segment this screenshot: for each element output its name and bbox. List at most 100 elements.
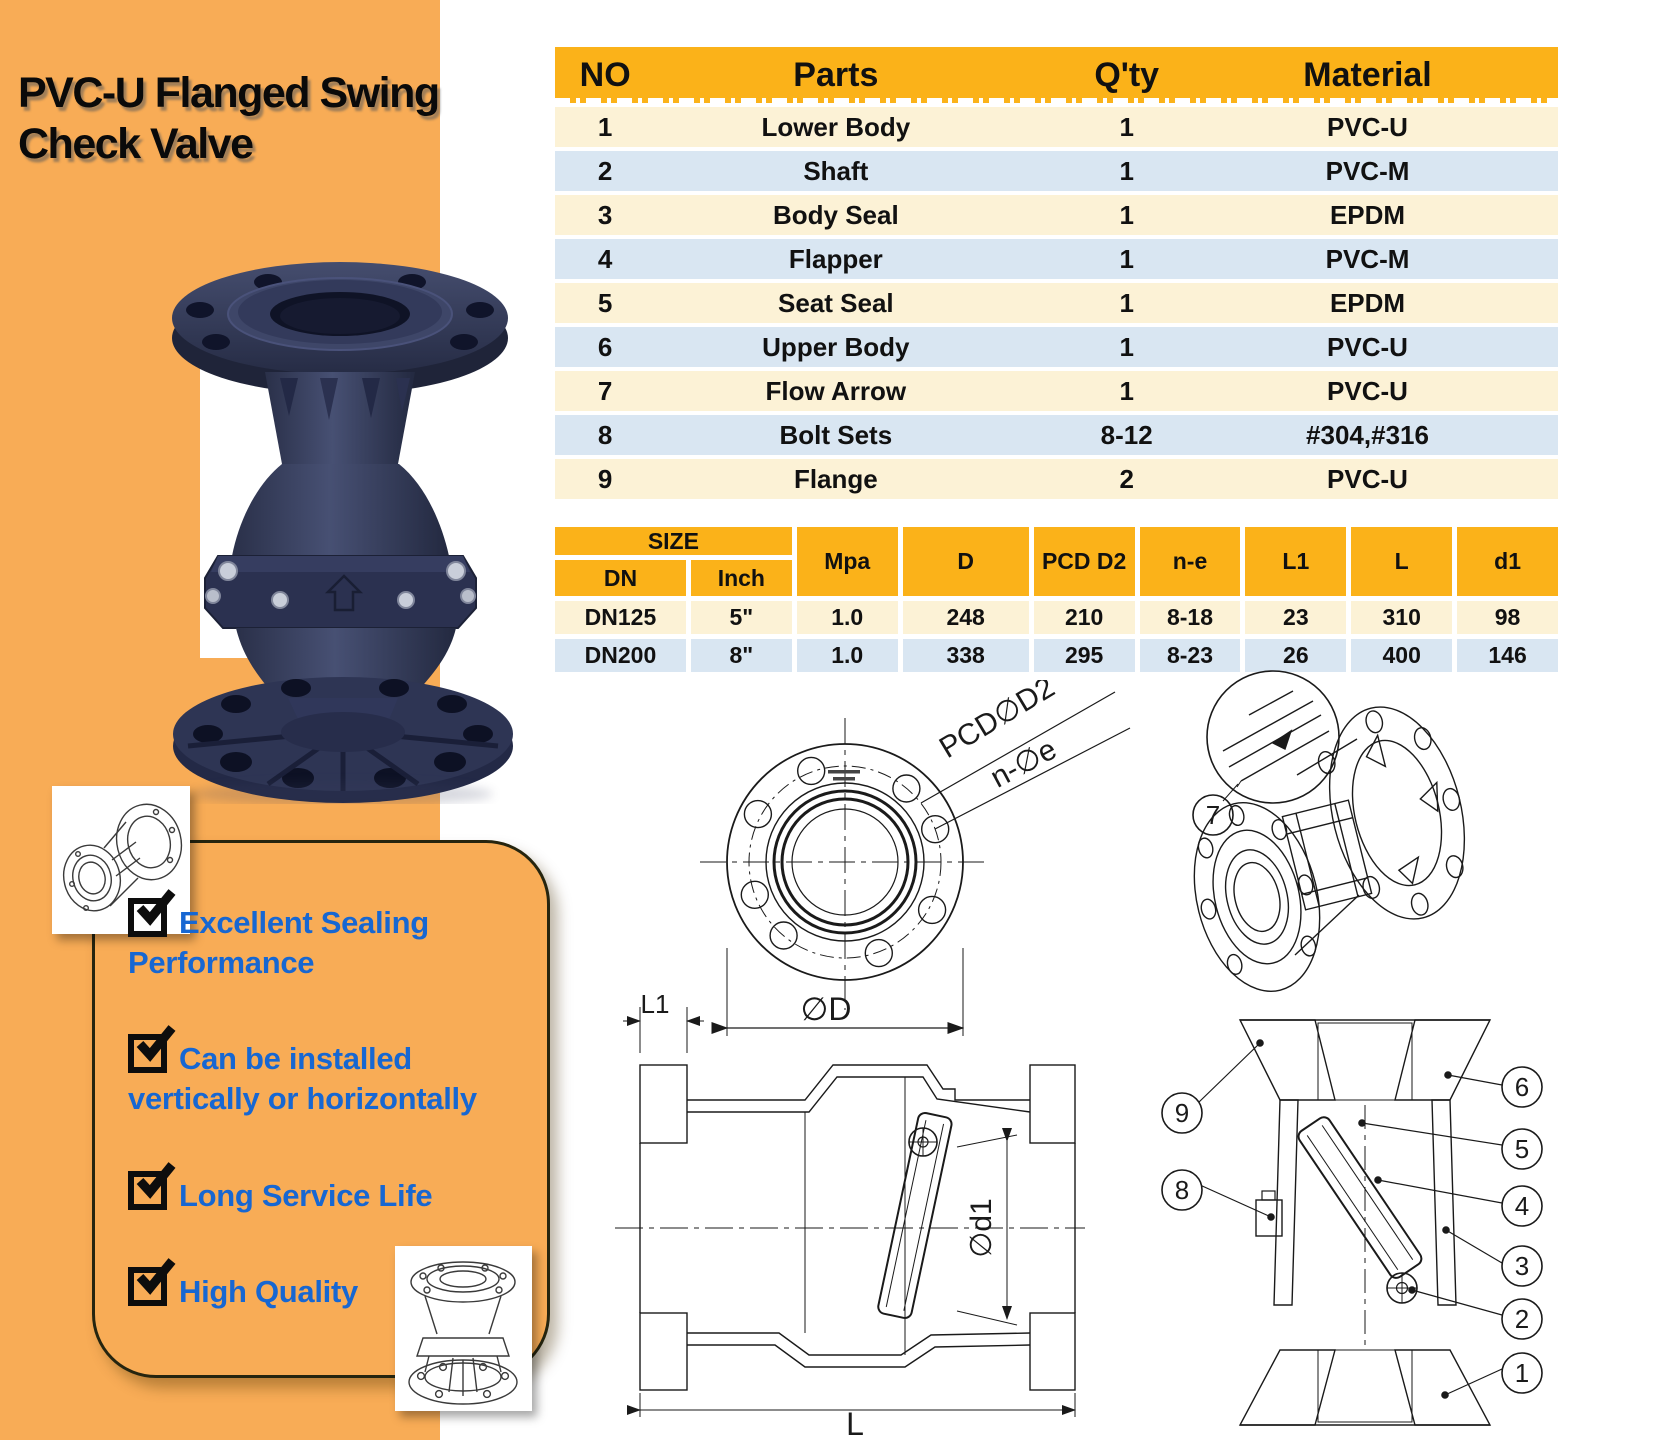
thumbnail-front-drawing xyxy=(408,1261,518,1405)
col-header-material-text: Material xyxy=(1303,55,1432,94)
size-cell: 5" xyxy=(690,601,792,634)
cell-material-text: PVC-U xyxy=(1327,331,1408,362)
callout-leaders xyxy=(1197,1039,1503,1399)
cell-material-text: PVC-U xyxy=(1327,375,1408,406)
col-header-parts: Parts xyxy=(793,55,879,94)
dashed-divider xyxy=(555,98,1558,103)
drawing-flange-top-view: PCD∅D2 n-∅e ∅D xyxy=(700,680,1131,1036)
checkbox-icon xyxy=(128,1258,176,1307)
col-header-l: L xyxy=(1351,527,1453,596)
callout-9-label: 9 xyxy=(1175,1098,1189,1128)
cell-part: Seat Seal xyxy=(778,287,894,318)
cell-qty: 1 xyxy=(1119,155,1134,186)
feature-text: Can be installed vertically or horizonta… xyxy=(128,1041,477,1117)
sub-header-inch: Inch xyxy=(690,560,792,596)
callout-5-label: 5 xyxy=(1515,1134,1529,1164)
cell-qty: 2 xyxy=(1119,463,1134,494)
col-header-material: Material xyxy=(1237,56,1558,95)
cell-material-text: #304,#316 xyxy=(1306,419,1429,450)
col-header-qty: Q'ty xyxy=(1094,55,1160,94)
size-table: SIZE Mpa D PCD D2 n-e L1 L d1 DN Inch DN… xyxy=(555,527,1558,672)
cell-qty: 1 xyxy=(1119,199,1134,230)
flapper xyxy=(877,1111,953,1319)
callout-4-label: 4 xyxy=(1515,1191,1529,1221)
table-row: 2 Shaft 1 PVC-M xyxy=(555,151,1558,191)
cell-part: Flow Arrow xyxy=(765,375,907,406)
cell-no: 1 xyxy=(597,111,613,142)
feature-item: Excellent Sealing Performance xyxy=(128,889,528,982)
size-cell: 295 xyxy=(1033,639,1135,672)
valve-top-flange xyxy=(172,262,508,394)
callout-8-label: 8 xyxy=(1175,1175,1189,1205)
callout-7-label: 7 xyxy=(1206,800,1220,830)
cell-no: 2 xyxy=(597,155,613,186)
size-cell: 400 xyxy=(1351,639,1453,672)
cell-material-text: PVC-U xyxy=(1327,111,1408,142)
cell-material: PVC-U xyxy=(1237,332,1558,363)
col-header-l1: L1 xyxy=(1245,527,1347,596)
dim-label-d1: ∅d1 xyxy=(965,1198,998,1258)
size-cell: 23 xyxy=(1245,601,1347,634)
feature-item: High Quality xyxy=(128,1258,528,1312)
cell-material-text: PVC-U xyxy=(1327,463,1408,494)
bolt-holes xyxy=(740,756,950,968)
photo-reflection xyxy=(193,782,493,804)
size-group-header: SIZE xyxy=(555,527,792,555)
size-cell: 248 xyxy=(902,601,1029,634)
checkbox-icon xyxy=(128,889,176,937)
thumbnail-drawing-box-1 xyxy=(52,786,190,934)
callout-3-label: 3 xyxy=(1515,1251,1529,1281)
sub-header-dn: DN xyxy=(555,560,686,596)
cell-material: PVC-M xyxy=(1237,244,1558,275)
callout-2-label: 2 xyxy=(1515,1304,1529,1334)
dim-label-l: L xyxy=(846,1406,864,1440)
cell-part: Shaft xyxy=(803,155,869,186)
cell-part: Upper Body xyxy=(762,331,910,362)
cell-part: Bolt Sets xyxy=(779,419,893,450)
size-cell: 310 xyxy=(1351,601,1453,634)
cell-qty: 8-12 xyxy=(1100,419,1153,450)
callout-6-label: 6 xyxy=(1515,1072,1529,1102)
detail-bubble-content xyxy=(1222,690,1330,782)
dim-label-l1: L1 xyxy=(641,995,670,1019)
valve-bottom-flange xyxy=(173,677,513,803)
feature-text: Excellent Sealing Performance xyxy=(128,905,429,980)
size-cell: DN200 xyxy=(555,639,686,672)
col-header-d1: d1 xyxy=(1457,527,1558,596)
drawing-side-section: L1 ∅d1 L xyxy=(615,995,1085,1440)
drawing-vertical-section: 9 8 6 5 4 3 2 1 xyxy=(1161,1019,1543,1426)
size-cell: 338 xyxy=(902,639,1029,672)
product-photo-valve xyxy=(172,262,513,804)
cell-material: EPDM xyxy=(1237,200,1558,231)
thumbnail-drawing-box-2 xyxy=(395,1246,532,1411)
cell-no: 5 xyxy=(597,287,613,318)
cell-material-text: PVC-M xyxy=(1325,155,1410,186)
cell-part: Flange xyxy=(793,463,878,494)
cell-material: PVC-U xyxy=(1237,112,1558,143)
feature-item: Long Service Life xyxy=(128,1161,528,1216)
cell-qty: 1 xyxy=(1119,331,1134,362)
cell-material-text: EPDM xyxy=(1329,199,1406,230)
col-header-pcd-d2: PCD D2 xyxy=(1033,527,1135,596)
feature-text: High Quality xyxy=(179,1274,358,1310)
checkbox-icon xyxy=(128,1025,176,1074)
table-row: 6 Upper Body 1 PVC-U xyxy=(555,327,1558,367)
cell-part: Lower Body xyxy=(761,111,911,142)
cell-part: Flapper xyxy=(788,243,883,274)
size-cell: 210 xyxy=(1033,601,1135,634)
cell-material: PVC-M xyxy=(1237,156,1558,187)
cell-no: 7 xyxy=(597,375,613,406)
cell-qty: 1 xyxy=(1119,375,1134,406)
parts-table-header: NO Parts Q'ty Material xyxy=(555,47,1558,103)
feature-text: Long Service Life xyxy=(179,1177,433,1213)
size-cell: 1.0 xyxy=(796,601,898,634)
cell-material-text: EPDM xyxy=(1329,287,1406,318)
cell-no: 6 xyxy=(597,331,613,362)
size-cell: 8" xyxy=(690,639,792,672)
